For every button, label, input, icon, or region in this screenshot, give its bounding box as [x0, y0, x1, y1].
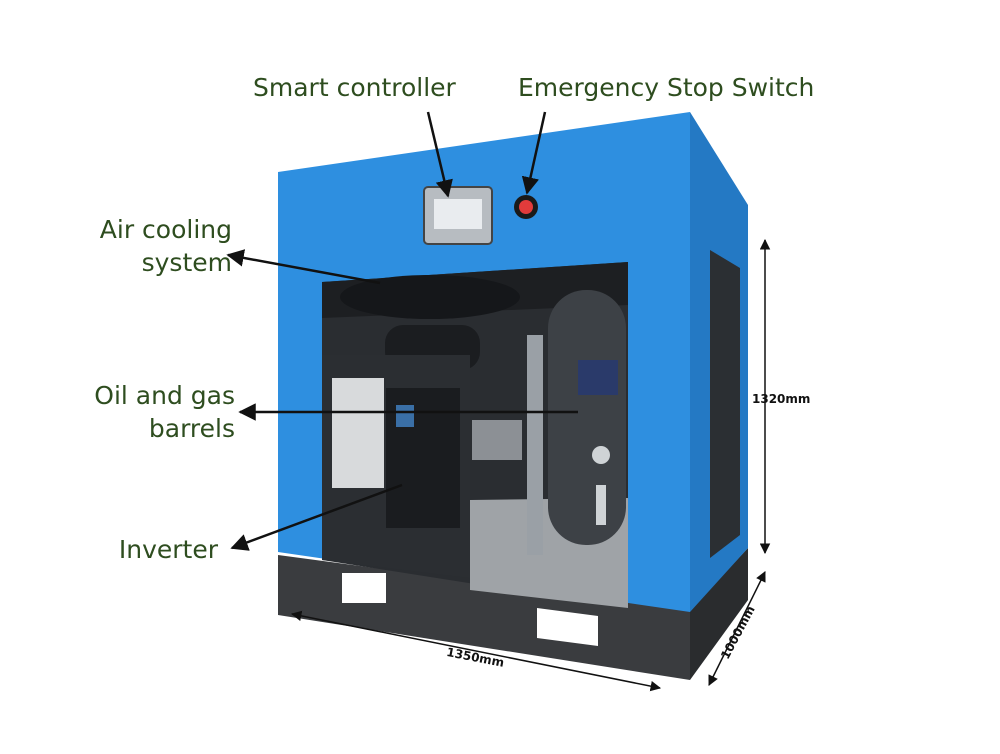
tank-nameplate — [578, 360, 618, 395]
label-smart-controller: Smart controller — [253, 73, 456, 102]
electrical-cabinet — [322, 355, 470, 578]
width-dimension-line — [290, 610, 662, 692]
air-end — [472, 420, 522, 460]
depth-dimension-line — [708, 571, 766, 686]
emergency-stop-button — [519, 200, 533, 214]
discharge-pipe — [527, 335, 543, 555]
forklift-slot-left — [342, 573, 386, 603]
tank-sight-glass — [596, 485, 606, 525]
label-oil-gas-line1: Oil and gas — [94, 381, 235, 410]
arrow-smart-controller — [426, 111, 453, 198]
side-vent-grille — [710, 250, 740, 558]
oil-gas-tank — [527, 290, 626, 555]
label-inverter: Inverter — [118, 535, 218, 564]
breaker-panel — [332, 378, 384, 488]
arrow-air-cooling — [226, 249, 381, 285]
cabinet-side — [690, 112, 748, 612]
arrow-emergency-stop — [521, 111, 547, 195]
tank-gauge — [592, 446, 610, 464]
label-air-cooling-line1: Air cooling — [99, 215, 232, 244]
inverter-display — [396, 405, 414, 427]
controller-screen — [434, 199, 482, 229]
arrow-inverter — [230, 483, 403, 551]
cooling-fan — [340, 275, 520, 319]
label-emergency-stop: Emergency Stop Switch — [518, 73, 815, 102]
label-air-cooling-line2: system — [141, 248, 232, 277]
label-oil-gas-line2: barrels — [148, 414, 235, 443]
dimension-height-label: 1320mm — [752, 392, 811, 406]
